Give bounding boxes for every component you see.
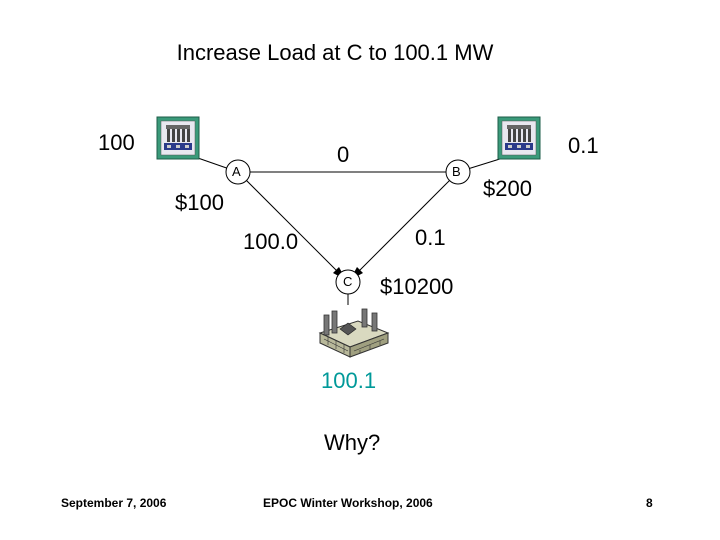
node-a-label: A xyxy=(232,164,241,179)
line-b-c xyxy=(347,171,459,283)
price-c: $10200 xyxy=(380,274,454,299)
slide-title: Increase Load at C to 100.1 MW xyxy=(176,40,494,65)
node-c-label: C xyxy=(343,274,353,289)
price-b: $200 xyxy=(483,176,532,201)
generator-icon xyxy=(497,116,541,160)
generator-icon xyxy=(156,116,200,160)
price-a: $100 xyxy=(175,190,224,215)
flow-a-b: 0 xyxy=(337,142,350,167)
question-text: Why? xyxy=(324,430,381,455)
flow-a-c: 100.0 xyxy=(243,229,299,254)
node-c-circle xyxy=(335,269,361,295)
node-b-label: B xyxy=(452,164,461,179)
flow-b-c: 0.1 xyxy=(415,225,446,250)
transmission-lines xyxy=(194,156,504,305)
page-number: 8 xyxy=(646,496,653,510)
generation-a: 100 xyxy=(98,130,135,155)
generation-b: 0.1 xyxy=(568,133,599,158)
node-b-circle xyxy=(445,159,471,185)
factory-icon xyxy=(318,308,390,358)
node-a-circle xyxy=(225,159,251,185)
load-c: 100.1 xyxy=(321,368,377,393)
line-a-c xyxy=(237,171,349,283)
footer-event: EPOC Winter Workshop, 2006 xyxy=(263,496,433,510)
footer-date: September 7, 2006 xyxy=(61,496,167,510)
